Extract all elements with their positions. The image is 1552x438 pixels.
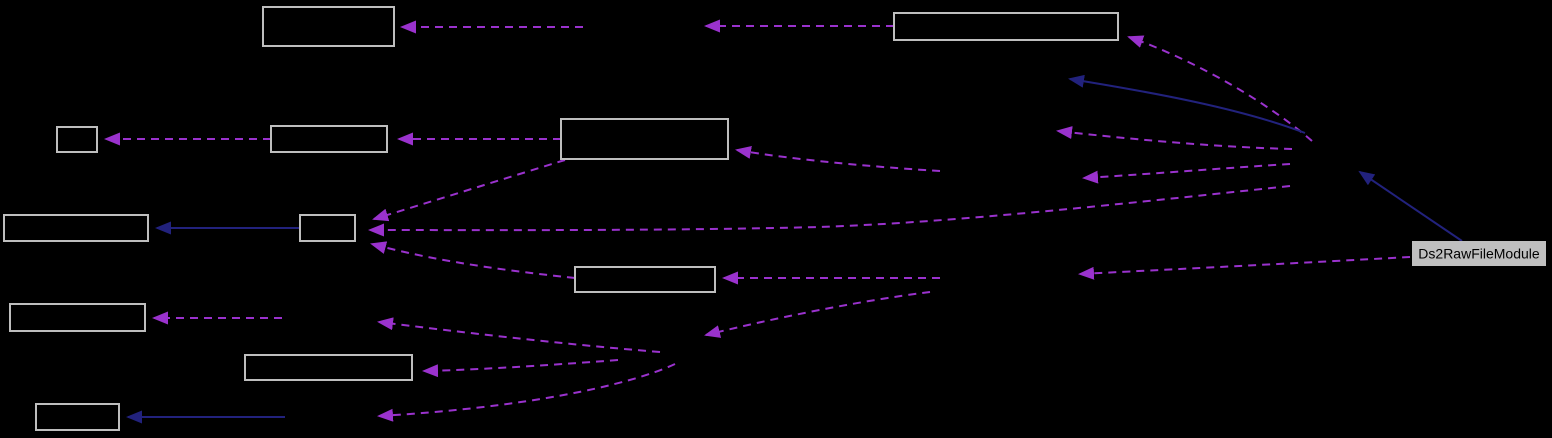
- class-node-node-center-lower[interactable]: [574, 266, 716, 293]
- usage-arrow: [704, 291, 931, 338]
- nodes-layer: [3, 6, 1119, 431]
- main-node-label: Ds2RawFileModule: [1418, 246, 1540, 262]
- class-node-node-bottom-left-2[interactable]: [35, 403, 120, 431]
- class-node-node-left-small[interactable]: [56, 126, 98, 153]
- usage-arrow: [377, 363, 676, 422]
- inheritance-arrow: [1358, 170, 1463, 242]
- main-class-node[interactable]: Ds2RawFileModule: [1412, 241, 1546, 266]
- usage-arrow: [372, 159, 566, 222]
- usage-arrow: [422, 359, 619, 378]
- class-node-node-center-small[interactable]: [299, 214, 356, 242]
- usage-arrow: [1082, 163, 1291, 184]
- inheritance-arrow: [1068, 74, 1306, 134]
- class-node-node-top-left[interactable]: [262, 6, 395, 47]
- usage-arrow: [377, 317, 661, 353]
- main-node-box[interactable]: [1412, 241, 1546, 266]
- class-node-node-bottom-mid[interactable]: [244, 354, 413, 381]
- class-node-node-left-mid[interactable]: [270, 125, 388, 153]
- edges-layer: [104, 19, 1463, 424]
- usage-arrow: [1056, 126, 1293, 150]
- class-node-node-bottom-left-1[interactable]: [9, 303, 146, 332]
- class-node-node-center-upper[interactable]: [560, 118, 729, 160]
- class-node-node-top-right[interactable]: [893, 12, 1119, 41]
- usage-arrow: [368, 185, 1291, 237]
- class-node-node-left-wide[interactable]: [3, 214, 149, 242]
- usage-arrow: [735, 146, 941, 172]
- usage-arrow: [1078, 256, 1411, 280]
- usage-arrow: [1127, 35, 1313, 142]
- usage-arrow: [370, 241, 576, 279]
